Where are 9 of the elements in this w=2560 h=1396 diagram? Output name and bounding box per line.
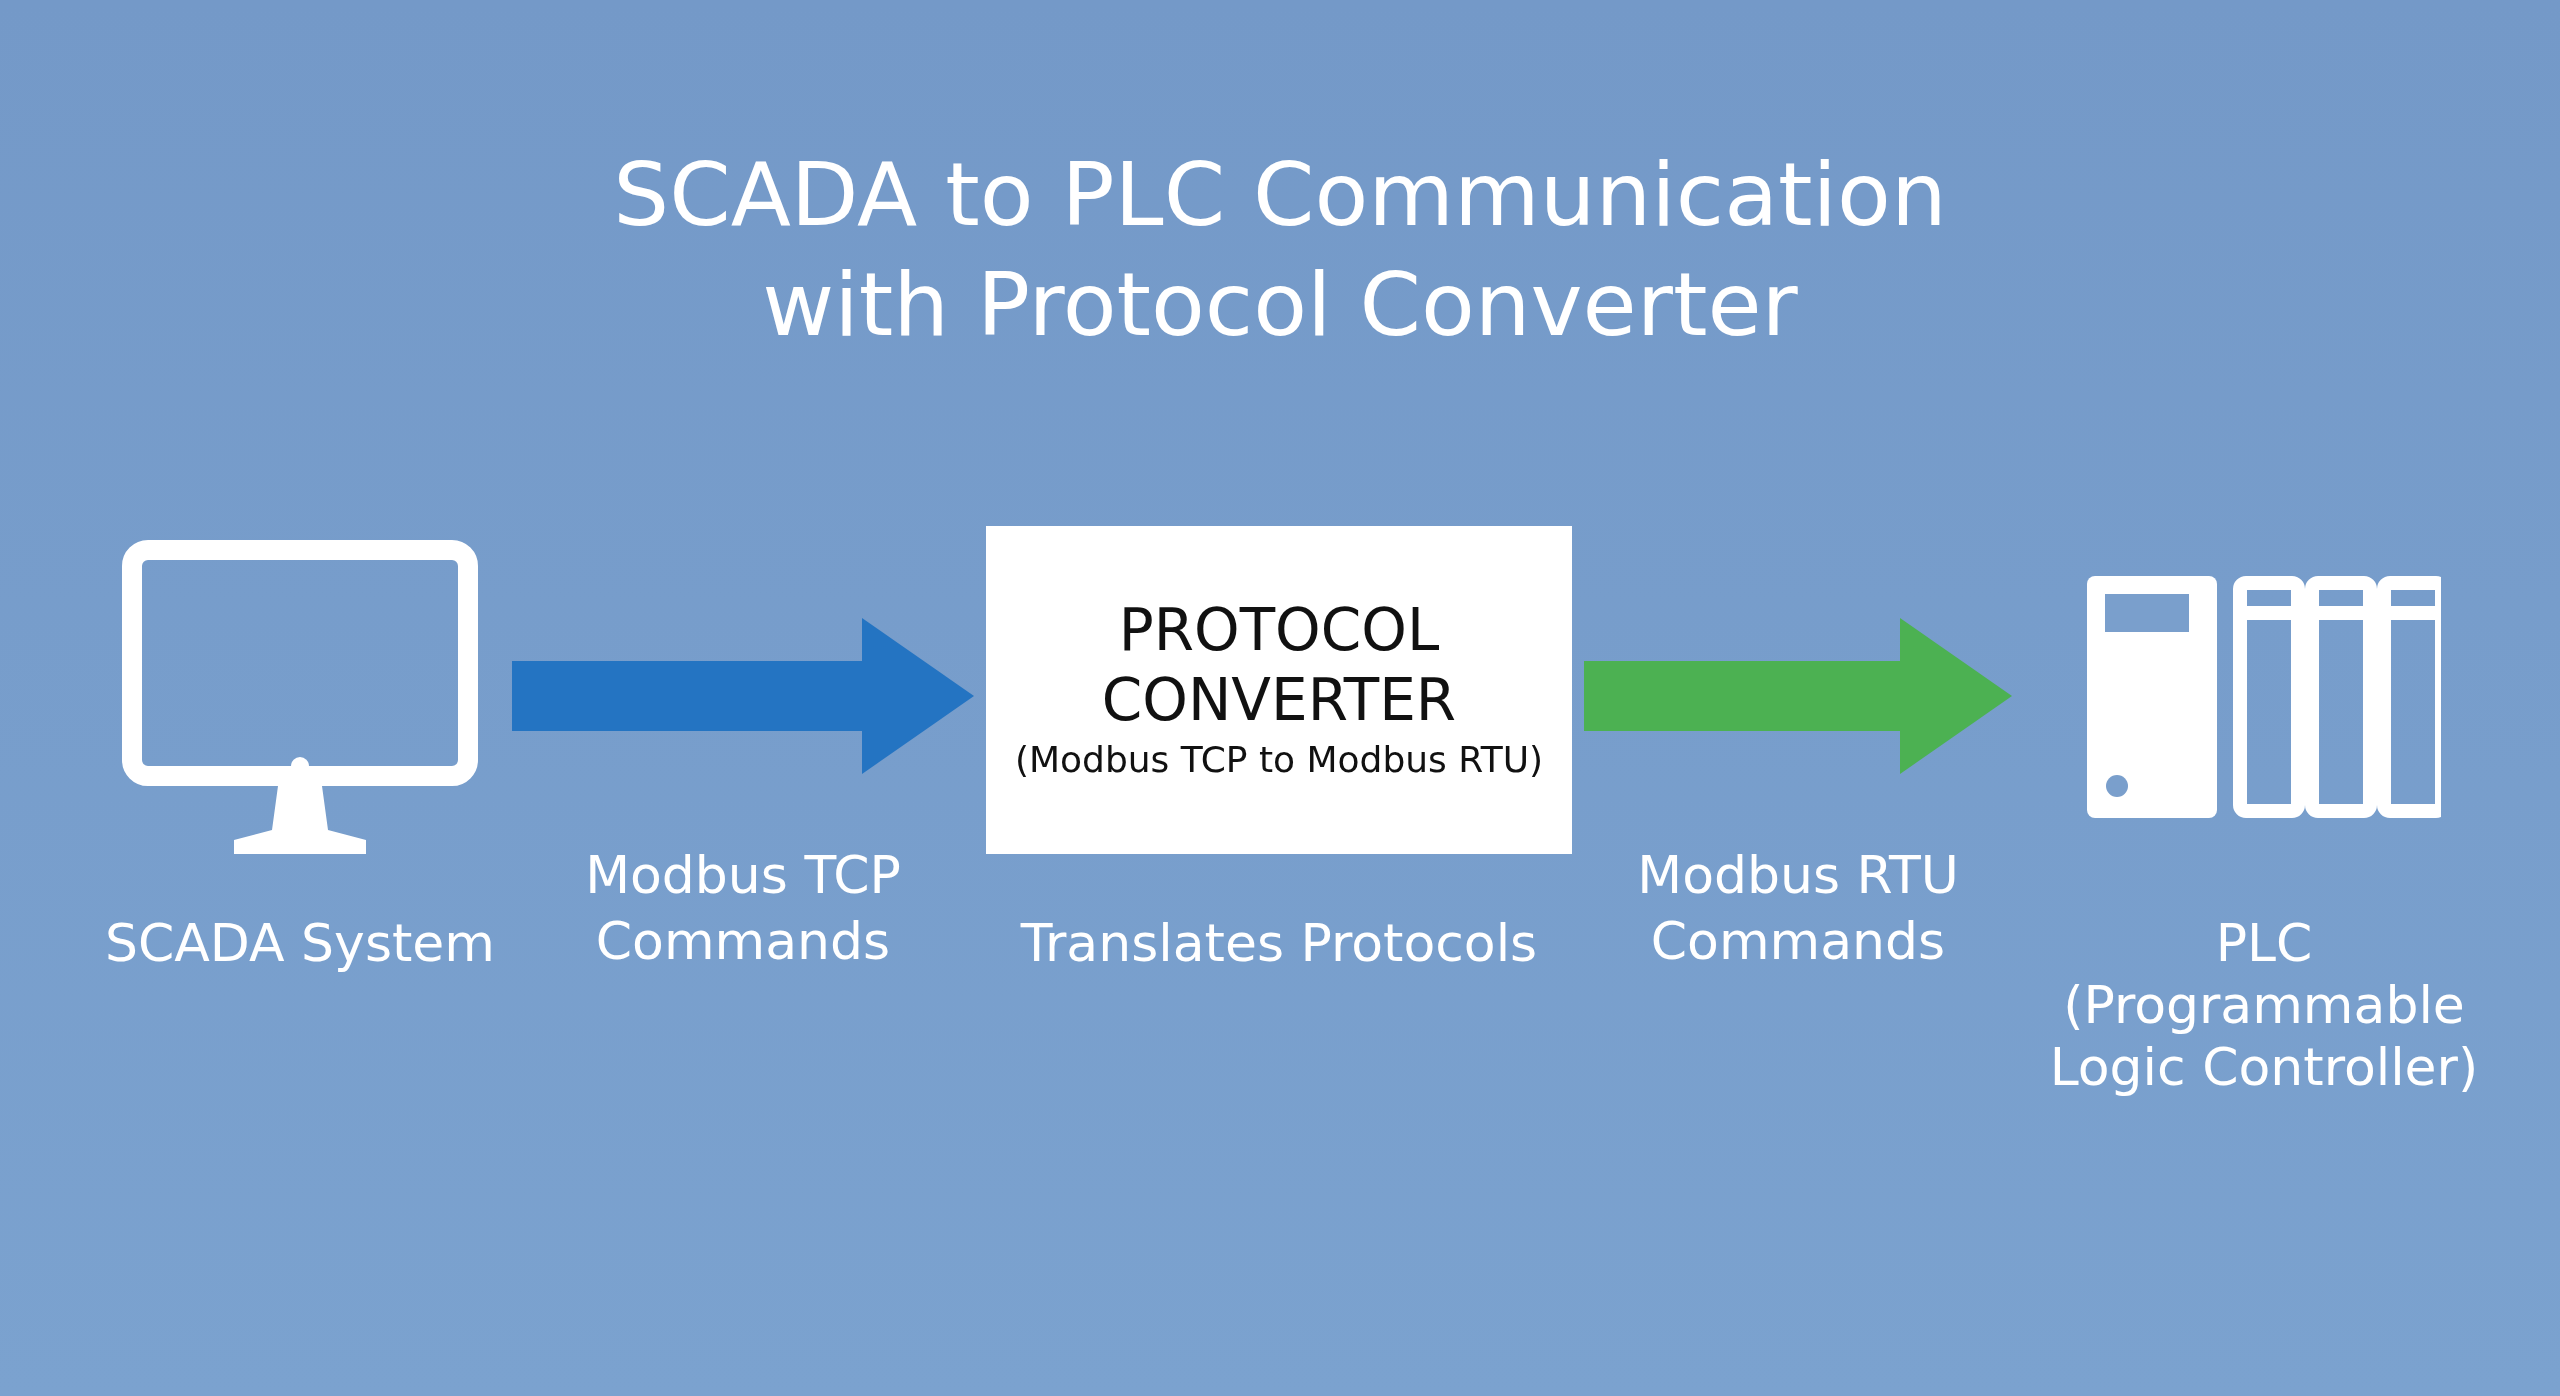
arrow bbox=[1584, 618, 2012, 774]
node-label: PLC (Programmable Logic Controller) bbox=[2048, 912, 2480, 1098]
node-label: SCADA System bbox=[104, 912, 496, 974]
edge-label: Modbus RTU Commands bbox=[1636, 844, 1960, 973]
process-box: PROTOCOL CONVERTER (Modbus TCP to Modbus RTU) bbox=[986, 526, 1572, 854]
node-caption: Translates Protocols bbox=[1019, 912, 1539, 975]
arrow bbox=[512, 618, 974, 774]
edge-label: Modbus TCP Commands bbox=[584, 844, 902, 973]
diagram-title: SCADA to PLC Communication with Protocol Converter bbox=[612, 142, 1948, 358]
